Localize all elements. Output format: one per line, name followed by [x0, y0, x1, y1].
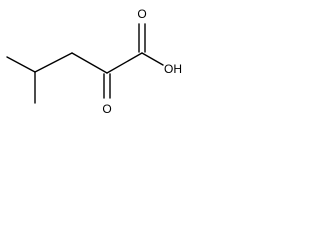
bond-methyl-top [6, 56, 36, 73]
chemical-structure: O O OH [6, 7, 182, 116]
bond-c4-c2 [71, 52, 108, 74]
bond-c2-c1 [106, 52, 143, 74]
atom-label-hydroxyl: OH [164, 62, 182, 76]
atom-label-carbonyl-oxygen: O [137, 7, 146, 21]
atom-label-ketone-oxygen: O [102, 102, 111, 116]
bond-c3-c4 [34, 52, 73, 73]
bond-c1-oh [141, 52, 164, 66]
